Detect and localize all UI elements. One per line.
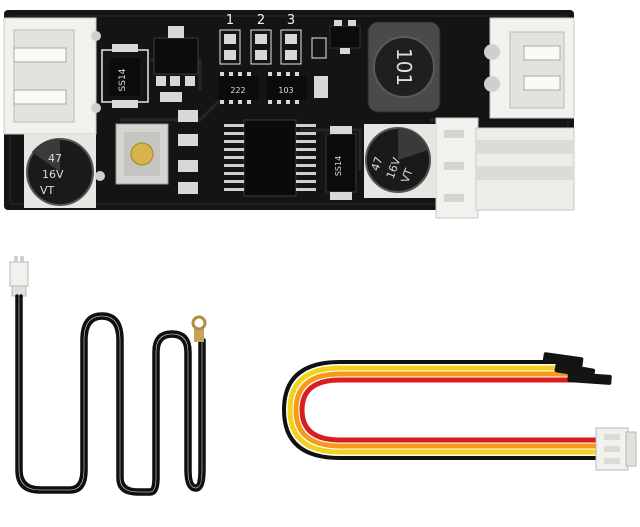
connector-right-3pin bbox=[435, 117, 575, 219]
cap-right-value: 47 bbox=[369, 155, 386, 173]
black-sensor-cable bbox=[9, 256, 207, 496]
cap-left-series: VT bbox=[40, 184, 55, 197]
pad-label-2: 2 bbox=[257, 13, 265, 28]
main-ic-chip bbox=[224, 119, 316, 197]
smd-pads bbox=[160, 76, 328, 194]
cap-left-voltage: 16V bbox=[42, 168, 64, 181]
capacitor-left: 47 16V VT bbox=[24, 134, 96, 208]
cap-left-value: 47 bbox=[48, 152, 62, 165]
resistor-label-2: 103 bbox=[278, 86, 293, 95]
pcb-board: SS14 1 2 3 bbox=[3, 10, 575, 219]
tactile-button bbox=[115, 123, 169, 185]
three-wire-fan-cable bbox=[281, 352, 637, 471]
connector-right-2pin bbox=[484, 17, 575, 119]
pad-label-3: 3 bbox=[287, 13, 295, 28]
inductor: 101 bbox=[367, 21, 441, 113]
pad-group-123: 1 2 3 bbox=[219, 13, 302, 65]
cap-right-series: VT bbox=[399, 167, 416, 185]
pad-label-1: 1 bbox=[226, 13, 234, 28]
diode-right: SS14 bbox=[325, 126, 357, 200]
diode-left: SS14 bbox=[101, 44, 149, 108]
inductor-label: 101 bbox=[392, 48, 416, 86]
transistor bbox=[311, 20, 361, 59]
three-pin-plug bbox=[595, 427, 637, 471]
dupont-connectors bbox=[542, 352, 612, 385]
regulator-ic bbox=[153, 26, 199, 86]
diode-right-label: SS14 bbox=[334, 156, 343, 176]
mount-pads bbox=[91, 31, 105, 181]
resistor-label-1: 222 bbox=[230, 86, 245, 95]
connector-left-2pin bbox=[3, 17, 97, 135]
resistor-array-2: 103 bbox=[266, 72, 306, 104]
diode-left-label: SS14 bbox=[118, 68, 128, 91]
resistor-array-1: 222 bbox=[218, 72, 258, 104]
capacitor-right: 47 16V VT bbox=[364, 124, 436, 198]
